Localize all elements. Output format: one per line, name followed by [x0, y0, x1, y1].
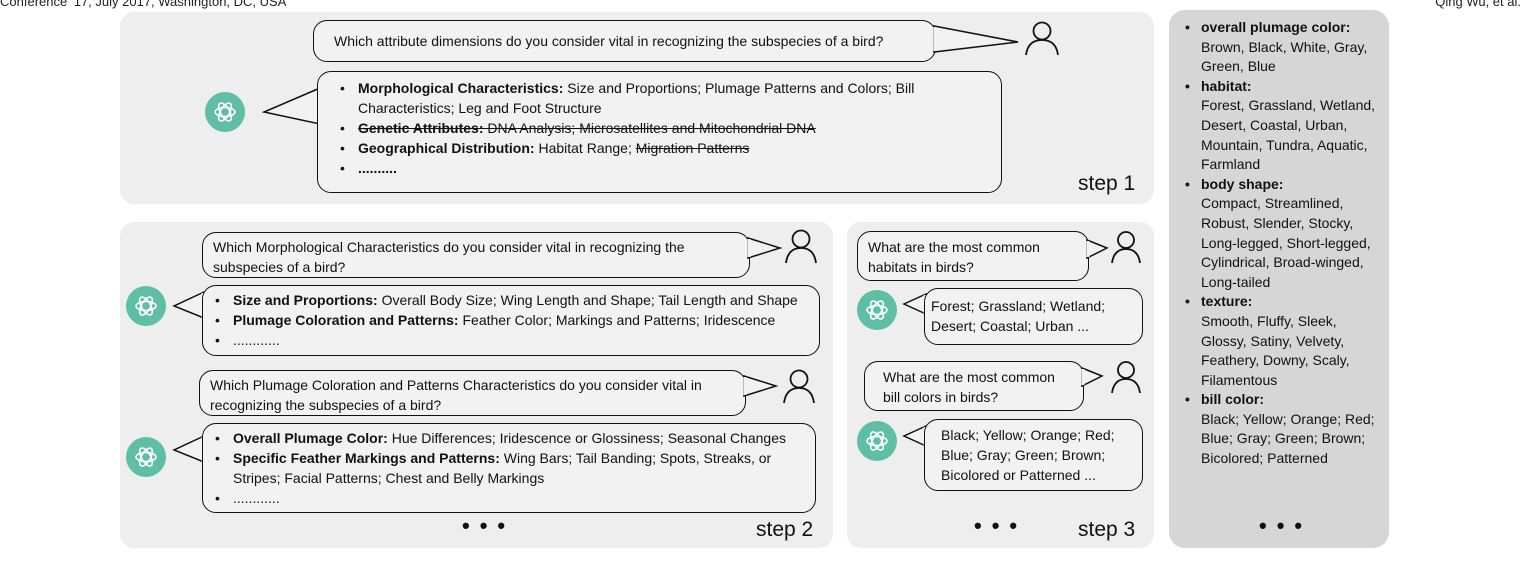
user-avatar-icon [785, 229, 817, 264]
step3-answer2-text: Black; Yellow; Orange; Red; Blue; Gray; … [941, 427, 1115, 483]
step3-answer1-text: Forest; Grassland; Wetland; Desert; Coas… [931, 298, 1106, 334]
step1-question-bubble: Which attribute dimensions do you consid… [313, 20, 936, 62]
step2-answer2-item: ............ [215, 488, 807, 508]
step3-answer2-bubble: Black; Yellow; Orange; Red; Blue; Gray; … [924, 419, 1143, 491]
step2-answer1-item: Size and Proportions: Overall Body Size;… [215, 290, 811, 310]
chatgpt-icon [126, 286, 166, 326]
step2-question2-tail [743, 374, 779, 398]
step3-question1-bubble: What are the most common habitats in bir… [857, 231, 1089, 281]
attribute-summary-panel [1169, 10, 1389, 548]
attribute-name: bill color: [1183, 390, 1383, 410]
attribute-values: Forest, Grassland, Wetland, Desert, Coas… [1201, 97, 1376, 173]
step2-question1-tail [747, 236, 783, 260]
sidebar-ellipsis: ••• [1259, 513, 1313, 538]
attribute-entry: body shape: Compact, Streamlined, Robust… [1183, 175, 1383, 293]
step2-answer1-item: Plumage Coloration and Patterns: Feather… [215, 310, 811, 330]
step3-question2-text: What are the most common bill colors in … [883, 369, 1055, 405]
chatgpt-icon [205, 92, 245, 132]
user-avatar-icon [1111, 231, 1141, 264]
step2-question1-bubble: Which Morphological Characteristics do y… [202, 232, 750, 278]
step3-label: step 3 [1078, 518, 1136, 541]
step3-question2-bubble: What are the most common bill colors in … [864, 361, 1084, 411]
step3-question1-text: What are the most common habitats in bir… [868, 239, 1040, 275]
step1-label: step 1 [1078, 172, 1136, 195]
step2-answer2-bubble: Overall Plumage Color: Hue Differences; … [202, 423, 816, 513]
step2-answer1-bubble: Size and Proportions: Overall Body Size;… [202, 285, 820, 356]
step1-answer-item-struck: Genetic Attributes: DNA Analysis; Micros… [340, 118, 991, 138]
chatgpt-icon [857, 290, 897, 330]
attribute-values: Black; Yellow; Orange; Red; Blue; Gray; … [1201, 410, 1375, 467]
step2-question2-bubble: Which Plumage Coloration and Patterns Ch… [199, 370, 746, 416]
attribute-entry: overall plumage color: Brown, Black, Whi… [1183, 18, 1383, 77]
step1-answer-tail [261, 86, 321, 125]
step1-answer-bubble: Morphological Characteristics: Size and … [317, 71, 1002, 193]
step1-answer-item: .......... [340, 158, 991, 178]
step2-question2-text: Which Plumage Coloration and Patterns Ch… [210, 377, 702, 413]
attribute-summary-list: overall plumage color: Brown, Black, Whi… [1183, 18, 1383, 469]
attribute-entry: habitat: Forest, Grassland, Wetland, Des… [1183, 77, 1383, 175]
step3-question1-tail [1086, 238, 1109, 260]
user-avatar-icon [783, 369, 815, 404]
chatgpt-icon [126, 437, 166, 477]
step2-answer1-item: ............ [215, 330, 811, 350]
step2-question1-text: Which Morphological Characteristics do y… [213, 239, 685, 275]
attribute-name: overall plumage color: [1183, 18, 1383, 38]
step2-answer2-tail [172, 434, 205, 464]
step1-question-tail [933, 25, 1019, 53]
step2-answer1-tail [172, 290, 205, 320]
step2-answer2-item: Overall Plumage Color: Hue Differences; … [215, 428, 807, 448]
step3-ellipsis: ••• [974, 513, 1028, 538]
step3-answer1-bubble: Forest; Grassland; Wetland; Desert; Coas… [924, 288, 1143, 345]
step1-question-text: Which attribute dimensions do you consid… [334, 33, 884, 49]
attribute-name: body shape: [1183, 175, 1383, 195]
user-avatar-icon [1111, 361, 1141, 394]
attribute-values: Smooth, Fluffy, Sleek, Glossy, Satiny, V… [1201, 312, 1350, 388]
attribute-values: Brown, Black, White, Gray, Green, Blue [1201, 38, 1368, 75]
running-header-left: Conference ’17, July 2017, Washington, D… [0, 0, 287, 9]
running-header-right: Qing Wu, et al. [1435, 0, 1521, 9]
step2-ellipsis: ••• [462, 513, 516, 538]
step3-question2-tail [1081, 366, 1104, 388]
attribute-values: Compact, Streamlined, Robust, Slender, S… [1201, 195, 1371, 290]
chatgpt-icon [857, 421, 897, 461]
attribute-name: habitat: [1183, 77, 1383, 97]
attribute-entry: bill color: Black; Yellow; Orange; Red; … [1183, 390, 1383, 468]
attribute-entry: texture: Smooth, Fluffy, Sleek, Glossy, … [1183, 292, 1383, 390]
step1-answer-item: Morphological Characteristics: Size and … [340, 78, 991, 118]
step2-answer2-item: Specific Feather Markings and Patterns: … [215, 448, 807, 488]
step1-answer-item: Geographical Distribution: Habitat Range… [340, 138, 991, 158]
step2-label: step 2 [756, 518, 814, 541]
attribute-name: texture: [1183, 292, 1383, 312]
user-avatar-icon [1025, 21, 1059, 56]
